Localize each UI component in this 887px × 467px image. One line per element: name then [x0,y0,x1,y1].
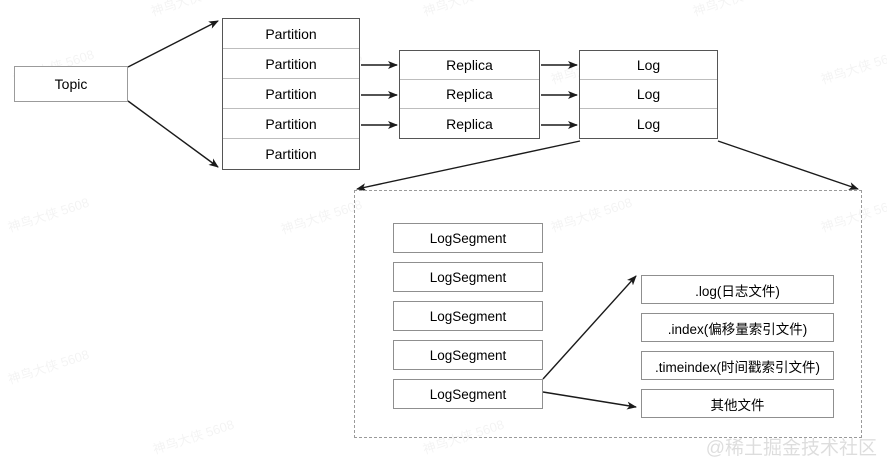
index-file-box[interactable]: .index(偏移量索引文件) [641,313,834,342]
partition-row[interactable]: Partition [223,79,359,109]
log-row[interactable]: Log [580,80,717,109]
topic-box[interactable]: Topic [14,66,128,102]
log-segment-box[interactable]: LogSegment [393,301,543,331]
other-file-box[interactable]: 其他文件 [641,389,834,418]
arrow-topic-to-partition-bottom [127,100,219,168]
log-label: Log [636,57,661,73]
replica-row[interactable]: Replica [400,80,539,109]
timeindex-file-box[interactable]: .timeindex(时间戳索引文件) [641,351,834,380]
tiled-watermark: 神鸟大侠 5608 [818,44,887,88]
brand-watermark: @稀土掘金技术社区 [705,438,877,459]
log-segment-label: LogSegment [429,347,507,363]
arrow-log-expand-right [717,140,859,190]
partition-label: Partition [265,115,317,132]
partition-row[interactable]: Partition [223,19,359,49]
partition-row[interactable]: Partition [223,49,359,79]
partition-row[interactable]: Partition [223,139,359,169]
partition-row[interactable]: Partition [223,109,359,139]
log-row[interactable]: Log [580,51,717,80]
log-detail-dashed-container [354,190,862,438]
tiled-watermark: 神鸟大侠 5608 [5,192,91,236]
index-file-box-label: .index(偏移量索引文件) [667,321,808,337]
log-segment-label: LogSegment [429,230,507,246]
replica-row[interactable]: Replica [400,51,539,80]
log-segment-box[interactable]: LogSegment [393,262,543,292]
log-label: Log [636,86,661,102]
log-segment-label: LogSegment [429,386,507,402]
log-file-box-label: .log(日志文件) [695,283,780,299]
tiled-watermark: 神鸟大侠 5608 [5,344,91,388]
replica-row[interactable]: Replica [400,109,539,138]
timeindex-file-box-label: .timeindex(时间戳索引文件) [654,359,821,375]
replica-label: Replica [446,57,493,73]
partition-label: Partition [265,85,317,102]
log-segment-label: LogSegment [429,269,507,285]
tiled-watermark: 神鸟大侠 5608 [420,0,506,20]
tiled-watermark: 神鸟大侠 5608 [150,414,236,458]
arrow-log-expand-left [356,140,581,192]
topic-label: Topic [54,76,88,92]
log-file-box[interactable]: .log(日志文件) [641,275,834,304]
log-row[interactable]: Log [580,109,717,138]
log-segment-label: LogSegment [429,308,507,324]
replica-label: Replica [446,115,493,132]
tiled-watermark: 神鸟大侠 5608 [278,194,364,238]
arrow-topic-to-partition-top [127,20,219,68]
log-segment-box[interactable]: LogSegment [393,340,543,370]
partition-label: Partition [265,55,317,72]
replica-label: Replica [446,86,493,102]
partition-label: Partition [265,146,317,162]
log-segment-box[interactable]: LogSegment [393,379,543,409]
log-segment-box[interactable]: LogSegment [393,223,543,253]
partition-label: Partition [265,25,317,42]
log-label: Log [636,115,661,132]
tiled-watermark: 神鸟大侠 5608 [690,0,776,20]
other-file-box-label: 其他文件 [710,397,765,413]
